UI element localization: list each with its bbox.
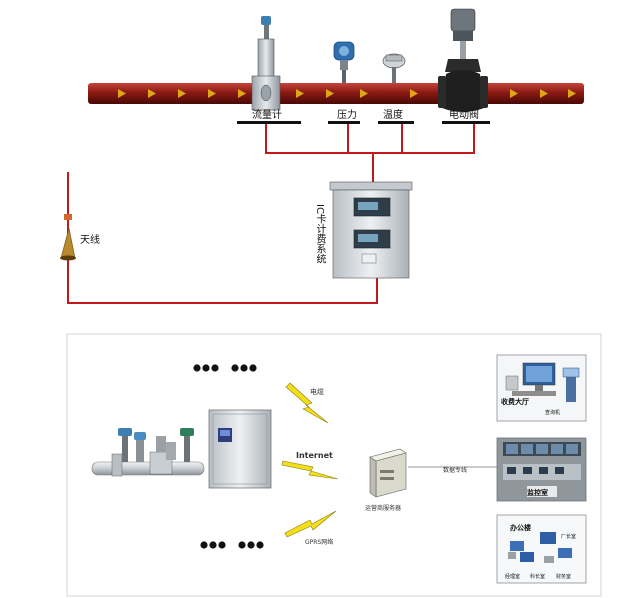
flow-arrows (118, 89, 576, 98)
field-cabinet (208, 409, 272, 489)
label-dedicated-line: 数据专线 (443, 466, 467, 474)
electric-valve-icon (438, 8, 488, 112)
antenna-icon (60, 172, 76, 261)
billing-hall-panel (496, 354, 587, 422)
pressure-transmitter-icon (333, 41, 355, 83)
label-section-room: 科长室 (530, 573, 545, 580)
label-antenna: 天线 (80, 233, 100, 246)
lightning-icon (285, 382, 329, 424)
label-server: 运营商服务器 (365, 504, 401, 512)
label-internet-link: Internet (296, 451, 333, 460)
monitor-room-panel (496, 437, 587, 502)
ellipsis-markers (193, 364, 264, 549)
server-icon (369, 448, 407, 498)
flowmeter-icon (251, 16, 281, 111)
label-query-machine: 查询机 (545, 409, 560, 416)
wireless-links (281, 382, 339, 538)
label-office-building: 办公楼 (510, 523, 531, 532)
label-billing-hall: 收费大厅 (501, 397, 529, 406)
label-monitor-room: 监控室 (527, 488, 548, 497)
label-finance-room: 财务室 (556, 573, 571, 580)
label-director-room: 厂长室 (561, 533, 576, 540)
signal-wiring (67, 124, 475, 304)
lightning-icon (281, 460, 339, 480)
label-manager-room: 经理室 (505, 573, 520, 580)
label-ic-system: IC卡计费系统 (314, 204, 325, 264)
ic-card-cabinet (329, 181, 413, 279)
label-pressure: 压力 (337, 108, 357, 121)
label-temperature: 温度 (383, 108, 403, 121)
label-gprs-link: GPRS网络 (305, 538, 333, 546)
label-bars (237, 121, 490, 124)
label-flowmeter: 流量计 (252, 108, 282, 121)
field-pipe (91, 428, 205, 477)
label-valve: 电动阀 (449, 108, 479, 121)
lightning-icon (284, 510, 337, 538)
temperature-transmitter-icon (382, 53, 406, 83)
gas-pipe (88, 83, 584, 104)
office-building-panel (496, 514, 587, 584)
label-telecom-link: 电缆 (310, 387, 324, 396)
